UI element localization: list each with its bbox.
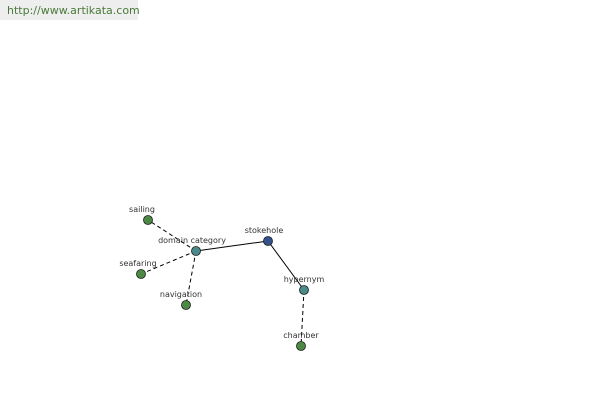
edge-domain_category-navigation — [185, 250, 197, 306]
node-chamber[interactable] — [296, 341, 306, 351]
label-seafaring[interactable]: seafaring — [119, 259, 156, 268]
graph-labels: stokehole domain category hypernym sailing s… — [119, 205, 324, 340]
node-stokehole[interactable] — [263, 236, 273, 246]
node-domain-category[interactable] — [191, 246, 201, 256]
node-hypernym[interactable] — [299, 285, 309, 295]
edge-hypernym-chamber — [300, 289, 305, 347]
label-navigation[interactable]: navigation — [160, 290, 202, 299]
graph-nodes — [136, 215, 309, 351]
edge-domain_category-sailing — [147, 219, 197, 252]
label-chamber[interactable]: chamber — [283, 331, 319, 340]
label-domain-category[interactable]: domain category — [158, 236, 226, 245]
graph-edges — [140, 219, 305, 347]
edge-stokehole-domain_category — [195, 240, 269, 252]
edge-domain_category-seafaring — [140, 250, 197, 275]
label-sailing[interactable]: sailing — [129, 205, 155, 214]
node-seafaring[interactable] — [136, 269, 146, 279]
label-hypernym[interactable]: hypernym — [284, 275, 325, 284]
node-navigation[interactable] — [181, 300, 191, 310]
node-sailing[interactable] — [143, 215, 153, 225]
edge-stokehole-hypernym — [267, 240, 305, 291]
site-url-link[interactable]: http://www.artikata.com — [7, 4, 140, 17]
label-stokehole[interactable]: stokehole — [245, 226, 284, 235]
url-banner: http://www.artikata.com — [0, 0, 140, 20]
